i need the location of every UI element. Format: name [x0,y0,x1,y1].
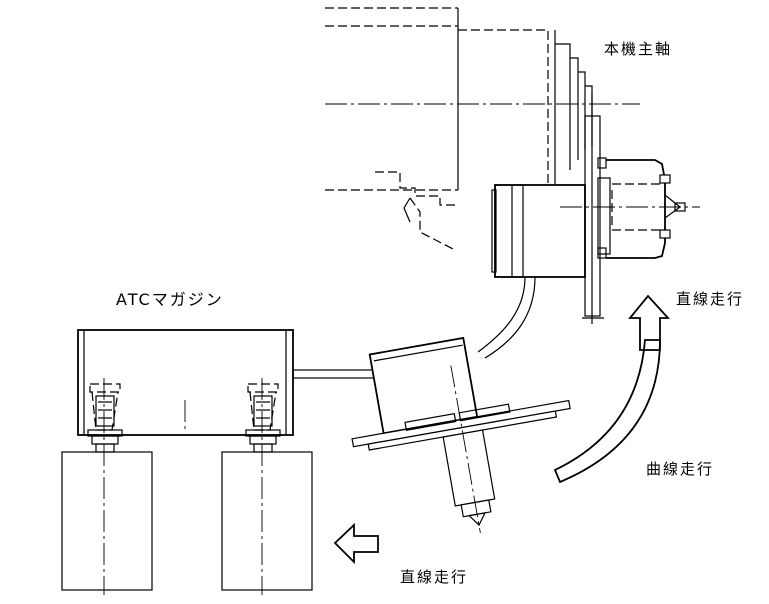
clamp-frame [560,159,700,259]
arrow-linear-left [333,522,379,565]
main-spindle-housing [325,7,640,251]
label-linear-travel-bottom: 直線走行 [400,568,469,586]
motor-block [491,184,586,278]
label-curved-travel: 曲線走行 [646,460,715,478]
atc-magazine-body [77,329,294,436]
arrow-linear-up [628,294,671,351]
flexible-cable [477,276,536,359]
label-linear-travel-right: 直線走行 [676,290,745,308]
spindle-nose [582,94,611,324]
gripper-assembly [351,336,571,534]
stored-tools [61,451,313,591]
label-spindle: 本機主軸 [604,40,673,58]
arrow-curved [553,339,661,484]
label-atc-magazine: ATCマガジン [116,290,224,309]
tool-holder-right [245,378,281,595]
tool-holder-left [87,378,123,595]
connecting-arm [292,361,385,385]
